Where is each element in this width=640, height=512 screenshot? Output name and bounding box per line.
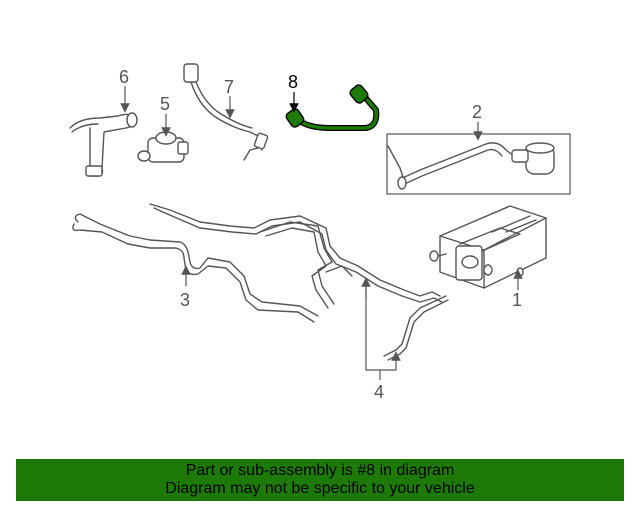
callout-4: 4 <box>374 382 384 402</box>
banner-line-1: Part or sub-assembly is #8 in diagram <box>185 462 455 479</box>
part-5-valve[interactable]: 5 <box>137 94 189 163</box>
callout-2: 2 <box>472 102 482 122</box>
banner-line-2: Diagram may not be specific to your vehi… <box>165 480 475 497</box>
part-3-vapor-lines[interactable]: 3 <box>72 203 443 323</box>
callout-5: 5 <box>160 94 170 114</box>
callout-3: 3 <box>180 290 190 310</box>
callout-8: 8 <box>288 72 298 92</box>
part-6-hose[interactable]: 6 <box>69 67 138 177</box>
info-banner: Part or sub-assembly is #8 in diagram Di… <box>16 459 624 501</box>
part-2-hose-assembly[interactable]: 2 <box>386 102 571 195</box>
callout-7: 7 <box>224 77 234 97</box>
part-1-canister[interactable]: 1 <box>429 205 547 310</box>
part-4-tube[interactable]: 4 <box>361 277 449 402</box>
callout-1: 1 <box>512 290 522 310</box>
callout-6: 6 <box>119 67 129 87</box>
part-7-oxygen-sensor[interactable]: 7 <box>183 63 269 161</box>
part-8-hose-highlighted[interactable]: 8 <box>285 72 380 131</box>
